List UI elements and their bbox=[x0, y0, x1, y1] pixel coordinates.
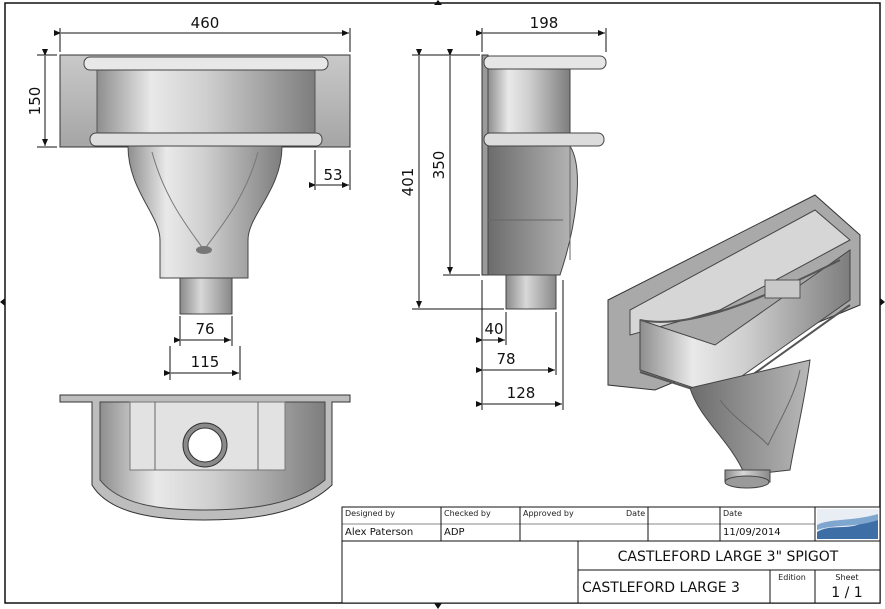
dim-side-width: 198 bbox=[530, 14, 559, 32]
title-block bbox=[341, 506, 881, 604]
front-view bbox=[37, 28, 351, 380]
center-mark-right bbox=[880, 298, 885, 306]
dim-spigot-outer: 115 bbox=[191, 353, 220, 371]
dim-top-height: 150 bbox=[26, 87, 44, 116]
dim-top-width: 460 bbox=[191, 14, 220, 32]
sheet-label: Sheet bbox=[835, 573, 858, 582]
checked-by-label: Checked by bbox=[444, 509, 491, 518]
isometric-view bbox=[607, 194, 861, 489]
dim-side-spigot-outer: 128 bbox=[507, 384, 536, 402]
approved-by-label: Approved by bbox=[523, 509, 574, 518]
approved-date-label: Date bbox=[626, 509, 645, 518]
part-name: CASTLEFORD LARGE 3 bbox=[582, 580, 740, 596]
edition-label: Edition bbox=[778, 573, 806, 582]
checked-by-value: ADP bbox=[444, 527, 465, 538]
dim-side-height-body: 350 bbox=[430, 151, 448, 180]
dim-side-height-total: 401 bbox=[399, 168, 417, 197]
center-mark-bottom bbox=[434, 603, 442, 609]
dim-side-spigot-inner: 40 bbox=[484, 320, 503, 338]
drawing-title: CASTLEFORD LARGE 3" SPIGOT bbox=[618, 549, 839, 565]
designed-by-value: Alex Paterson bbox=[345, 527, 413, 538]
sheet-value: 1 / 1 bbox=[831, 585, 862, 601]
side-view bbox=[412, 28, 607, 410]
plan-view bbox=[59, 394, 351, 521]
dim-spigot-inner: 76 bbox=[195, 320, 214, 338]
center-mark-left bbox=[0, 298, 5, 306]
dim-side-spigot-mid: 78 bbox=[496, 350, 515, 368]
date-value: 11/09/2014 bbox=[723, 527, 781, 538]
center-mark-top bbox=[434, 0, 442, 5]
date-label: Date bbox=[723, 509, 742, 518]
designed-by-label: Designed by bbox=[345, 509, 395, 518]
dim-offset-right: 53 bbox=[323, 166, 342, 184]
